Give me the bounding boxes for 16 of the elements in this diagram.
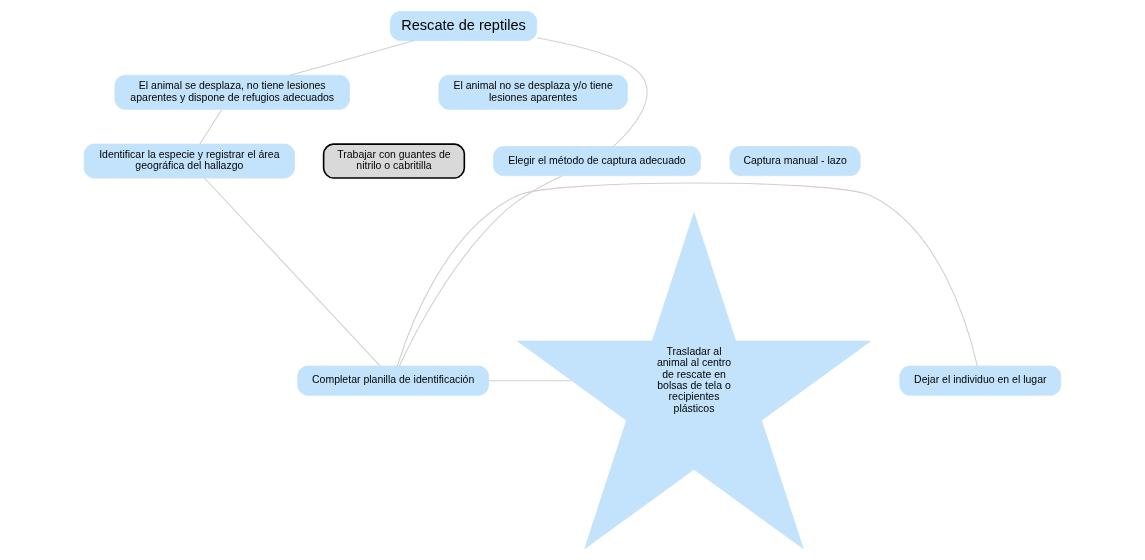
connector [536,37,648,147]
connector [488,380,573,382]
connector [398,175,563,367]
node-box: Trabajar con guantes de nitrilo o cabritilla [322,143,466,179]
node-box: El animal no se desplaza y/o tiene lesiones aparentes [438,74,628,110]
connector [289,40,415,76]
node-box: Rescate de reptiles [389,11,538,41]
node-box: El animal se desplaza, no tiene lesiones aparentes y dispone de refugios adecuados [114,74,350,110]
connector [204,177,381,367]
node-box: Completar planilla de identificación [297,365,489,396]
connector [396,182,978,367]
node-box: Elegir el método de captura adecuado [493,146,701,177]
node-box: Dejar el individuo en el lugar [899,365,1062,396]
node-box: Identificar la especie y registrar el área geográfica del hallazgo [83,143,295,179]
connector [199,108,223,145]
node-box: Captura manual - lazo [729,146,861,177]
